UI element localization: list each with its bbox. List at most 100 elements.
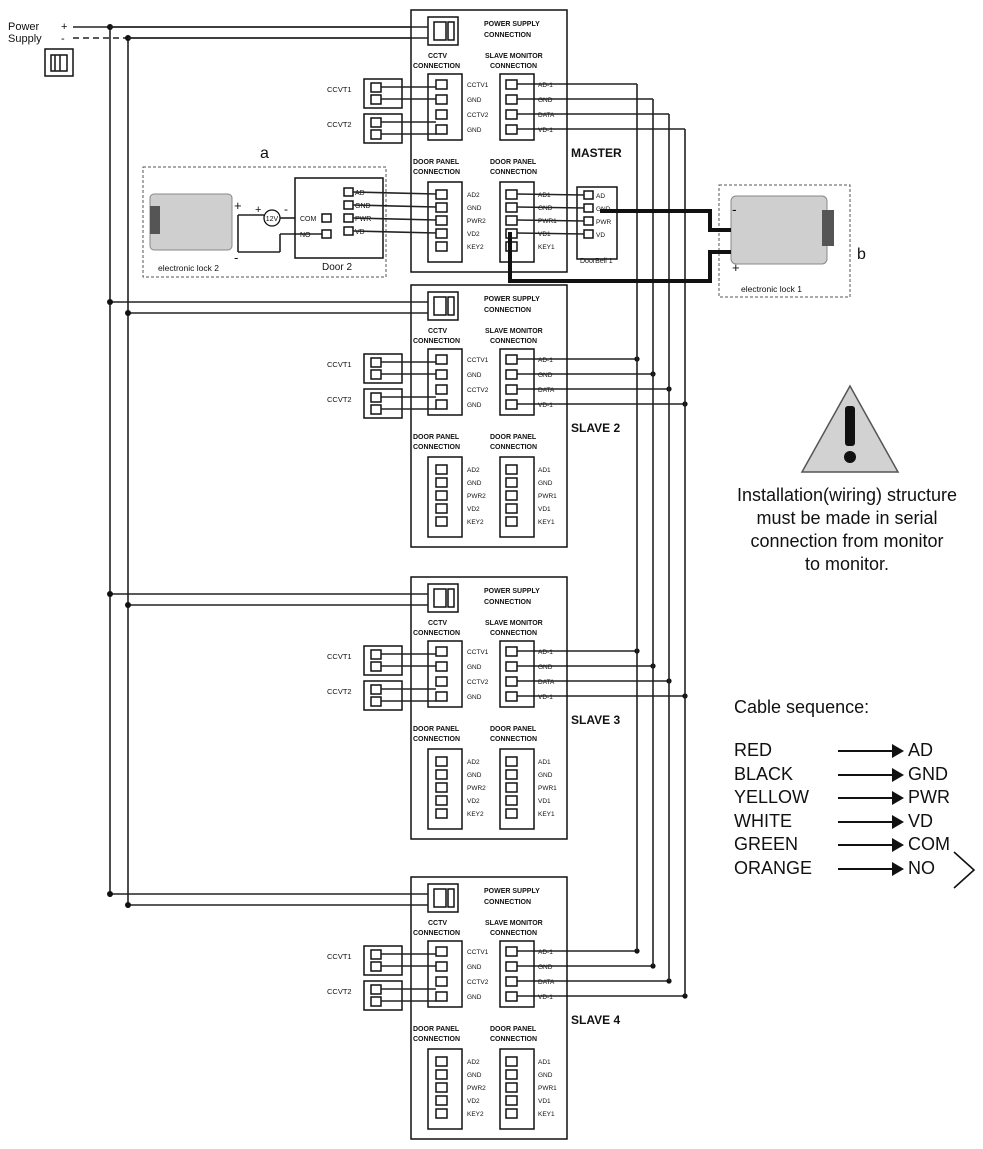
slave-pin-label: GND [538,372,553,379]
door1-pin-label: KEY1 [538,519,555,526]
cctv-camera: CCVT1 [327,353,436,384]
cctv-camera: CCVT2 [327,980,436,1011]
slave-pin-label: AD-1 [538,82,553,89]
monitors-layer: POWER SUPPLY CONNECTION CCTV CONNECTION SLAV… [107,9,622,1140]
door-panel-label: DOOR PANEL [490,159,537,166]
slave-monitor-label: CONNECTION [490,630,537,637]
arrow-icon [838,791,904,805]
slave-monitor-label: SLAVE MONITOR [485,328,543,335]
power-connector [427,883,459,913]
cctv-pin-label: CCTV2 [467,387,489,394]
cable-color: WHITE [734,810,792,831]
door-panel-label: DOOR PANEL [413,434,460,441]
cctv-camera: CCVT2 [327,113,436,144]
cctv-camera: CCVT1 [327,945,436,976]
door-panel-label: CONNECTION [490,169,537,176]
cable-sequence-title: Cable sequence: [734,697,870,717]
door2-pin-label: PWR2 [467,493,486,500]
power-supply-label: CONNECTION [484,307,531,314]
door-panel-label: DOOR PANEL [413,726,460,733]
door-panel-label: DOOR PANEL [490,434,537,441]
door1-pin-label: AD1 [538,759,551,766]
door2-pin-label: AD2 [467,192,480,199]
cctv-camera-label: CCVT2 [327,120,352,129]
door2-pin-label: GND [467,772,482,779]
door1-pin-label: VD1 [538,506,551,513]
door1-pin-label: VD1 [538,231,551,238]
door1-pin-label: AD1 [538,1059,551,1066]
power-connector [427,16,459,46]
cable-pin: PWR [908,787,950,807]
slave-pin-label: AD-1 [538,357,553,364]
cctv-connection-label: CCTV [428,53,447,60]
doorbell-pin-label: AD [596,193,605,200]
lock-b-plus: + [732,260,740,275]
door-panel-label: CONNECTION [490,736,537,743]
cable-row: GREEN COM [734,834,950,858]
power-bus [73,24,412,908]
warning-line: connection from monitor [750,531,944,551]
cctv-pin-label: GND [467,127,482,134]
cable-sequence: Cable sequence: RED AD BLACK GND YELLOW … [734,697,950,882]
door2-pin-label: AD2 [467,467,480,474]
cctv-pin-label: CCTV2 [467,679,489,686]
door2-unit-pin-label: GND [355,203,371,210]
lock-a-minus: - [234,250,238,265]
doorbell-pin-label: VD [596,232,605,239]
cable-color: ORANGE [734,857,813,878]
door-panel-label: DOOR PANEL [490,726,537,733]
slave-data-bus [517,83,688,999]
cctv-camera-label: CCVT1 [327,360,352,369]
door1-pin-label: KEY1 [538,1111,555,1118]
monitor-master: POWER SUPPLYCONNECTIONCCTVCONNECTIONSLAV… [110,9,622,273]
power-supply-label: POWER SUPPLY [484,296,540,303]
slave-monitor-label: SLAVE MONITOR [485,920,543,927]
cctv-pin-label: GND [467,97,482,104]
com-no-brace [953,851,976,889]
slave-pin-label: DATA [538,679,555,686]
slave-pin-label: DATA [538,387,555,394]
cctv-camera: CCVT1 [327,645,436,676]
arrow-icon [838,744,904,758]
slave-pin-label: VD-1 [538,694,553,701]
lock-b-group: electronic lock 1 - + b [508,184,866,298]
power-supply-label: CONNECTION [484,599,531,606]
door1-pin-label: GND [538,480,553,487]
door-panel-label: CONNECTION [413,444,460,451]
monitor-name: MASTER [571,146,622,160]
lock-b-letter: b [857,246,866,263]
monitor-name: SLAVE 3 [571,713,620,727]
slave-pin-label: GND [538,664,553,671]
cctv-connection-label: CCTV [428,920,447,927]
cctv-pin-label: CCTV2 [467,979,489,986]
door-panel-label: DOOR PANEL [490,1026,537,1033]
cctv-camera: CCVT2 [327,388,436,419]
slave-pin-label: AD-1 [538,649,553,656]
slave-pin-label: VD-1 [538,994,553,1001]
cctv-pin-label: GND [467,964,482,971]
electronic-lock-1: electronic lock 1 [730,195,834,294]
cable-row: ORANGE NO [734,857,935,882]
door2-label: Door 2 [322,262,352,273]
cctv-connection-label: CONNECTION [413,930,460,937]
door1-pin-label: GND [538,205,553,212]
cable-color: RED [734,740,773,760]
door2-lock-group: a electronic lock 2 + - + 12V - Door 2 C… [142,145,437,278]
slave-pin-label: AD-1 [538,949,553,956]
cctv-camera-label: CCVT1 [327,652,352,661]
door1-pin-label: GND [538,772,553,779]
door-panel-label: CONNECTION [413,736,460,743]
slave-monitor-label: CONNECTION [490,63,537,70]
slave-pin-label: VD-1 [538,127,553,134]
door1-pin-label: VD1 [538,798,551,805]
power-connector [427,583,459,613]
cable-row: YELLOW PWR [734,787,950,811]
